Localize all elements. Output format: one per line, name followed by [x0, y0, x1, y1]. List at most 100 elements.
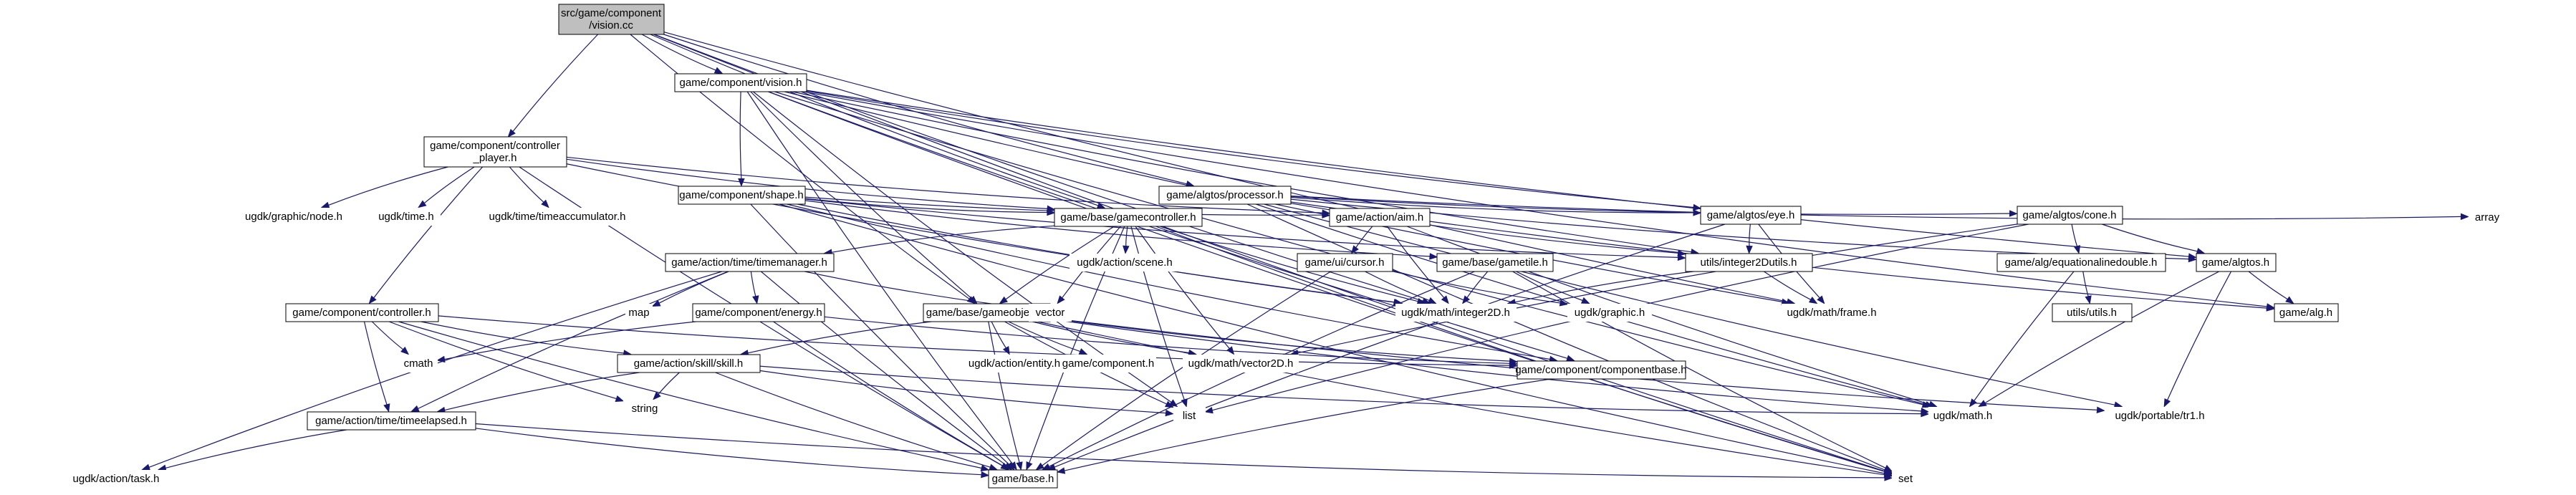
node-label: game/action/time/timeelapsed.h — [315, 415, 467, 427]
node-processor_h[interactable]: game/algtos/processor.h — [1158, 186, 1292, 205]
edge-vision_h-to-alg_h — [801, 90, 2275, 310]
edge-arrowhead — [1461, 295, 1470, 304]
node-utils_h[interactable]: utils/utils.h — [2052, 303, 2133, 322]
node-box — [481, 208, 634, 226]
edge-arrowhead — [1884, 474, 1893, 481]
node-box — [1685, 253, 1813, 272]
node-frame_h: ugdk/math/frame.h — [1782, 304, 1882, 322]
edge-arrowhead — [999, 296, 1008, 304]
edge-line — [1763, 271, 1811, 300]
node-timemanager_h[interactable]: game/action/time/timemanager.h — [665, 253, 835, 272]
node-entity_h: ugdk/action/entity.h — [956, 355, 1072, 373]
edge-arrowhead — [1746, 245, 1753, 254]
node-box — [558, 4, 665, 35]
node-box — [1436, 253, 1554, 272]
node-label: game/base/gamecontroller.h — [1060, 211, 1196, 224]
node-vision_cc[interactable]: src/game/component/vision.cc — [558, 4, 665, 35]
node-box — [692, 303, 825, 322]
node-label: game/alg/equationalinedouble.h — [2005, 256, 2158, 269]
node-energy_h[interactable]: game/component/energy.h — [692, 303, 825, 322]
edge-algtos_h-to-alg_h — [2248, 271, 2294, 304]
edge-line — [475, 423, 1885, 479]
edge-line — [790, 90, 1692, 253]
edge-line — [1290, 196, 1694, 213]
node-set: set — [1892, 470, 1919, 488]
node-skill_h[interactable]: game/action/skill/skill.h — [617, 354, 761, 373]
edge-arrowhead — [410, 405, 420, 413]
edge-line — [766, 90, 1885, 472]
edge-arrowhead — [1204, 406, 1213, 414]
edge-arrowhead — [1429, 253, 1438, 260]
node-algtos_h[interactable]: game/algtos.h — [2196, 253, 2277, 272]
edge-skill_h-to-string — [653, 372, 681, 400]
edge-line — [165, 428, 349, 468]
node-vector: vector — [1029, 304, 1072, 322]
edge-gameobject_h-to-skill_h — [739, 320, 934, 357]
node-scene_h: ugdk/action/scene.h — [1070, 254, 1181, 271]
edge-vision_h-to-shape_h — [738, 91, 745, 187]
edge-line — [806, 90, 1694, 208]
node-gamecontroller_h[interactable]: game/base/gamecontroller.h — [1054, 208, 1203, 227]
edge-line — [767, 90, 1568, 359]
edge-processor_h-to-set — [1246, 203, 1893, 474]
node-label: ugdk/action/entity.h — [969, 357, 1060, 370]
node-integer2dutils_h[interactable]: utils/integer2Dutils.h — [1685, 253, 1813, 272]
edge-integer2dutils_h-to-frame_h — [1763, 271, 1818, 304]
edge-arrowhead — [2188, 255, 2197, 263]
node-aim_h[interactable]: game/action/aim.h — [1329, 208, 1431, 227]
edge-shape_h-to-gametile_h — [804, 200, 1438, 260]
edge-line — [714, 371, 991, 468]
node-array: array — [2469, 208, 2507, 226]
node-controller_player_h[interactable]: game/component/controller_player.h — [423, 136, 567, 168]
node-controller_h[interactable]: game/component/controller.h — [285, 303, 439, 322]
edge-arrowhead — [1322, 211, 1331, 218]
node-gametile_h[interactable]: game/base/gametile.h — [1436, 253, 1554, 272]
node-label: utils/utils.h — [2067, 307, 2117, 319]
edge-algtos_h-to-portable_h — [2163, 271, 2232, 408]
edge-gamecontroller_h-to-vector2d_h — [1135, 226, 1235, 355]
edge-line — [1262, 203, 2115, 405]
nodes-layer: src/game/component/vision.cc game/compone… — [64, 4, 2507, 489]
node-label: game/alg.h — [2279, 307, 2332, 319]
edge-vision_h-to-math_h — [773, 90, 1931, 408]
node-box — [1029, 304, 1072, 322]
node-label: /vision.cc — [589, 19, 633, 32]
edge-arrowhead — [1883, 464, 1893, 472]
edge-line — [438, 315, 1510, 366]
node-label: ugdk/portable/tr1.h — [2115, 410, 2204, 422]
edge-arrowhead — [320, 201, 330, 208]
node-base_h[interactable]: game/base.h — [988, 469, 1058, 489]
node-componentbase_h[interactable]: game/component/componentbase.h — [1515, 360, 1687, 380]
edge-line — [630, 34, 970, 299]
edge-line — [1005, 225, 1115, 300]
node-box — [617, 354, 761, 373]
edge-line — [444, 371, 643, 411]
node-vector2d_h: ugdk/math/vector2D.h — [1183, 355, 1299, 373]
node-vision_h[interactable]: game/component/vision.h — [674, 73, 807, 92]
node-label: game/action/aim.h — [1336, 211, 1424, 224]
node-box — [674, 73, 807, 92]
edge-shape_h-to-integer2dutils_h — [804, 198, 1686, 261]
node-task_h: ugdk/action/task.h — [64, 470, 169, 488]
edge-arrowhead — [1035, 462, 1044, 471]
node-box — [1567, 304, 1652, 322]
node-portable_h: ugdk/portable/tr1.h — [2105, 407, 2216, 425]
edge-line — [988, 321, 1020, 463]
edge-arrowhead — [2266, 304, 2275, 312]
edge-arrowhead — [383, 403, 390, 413]
node-label: game/component.h — [1062, 357, 1154, 370]
node-timeelapsed_h[interactable]: game/action/time/timeelapsed.h — [307, 411, 476, 431]
edge-line — [566, 158, 1048, 209]
edge-line — [804, 198, 1678, 258]
node-alg_h[interactable]: game/alg.h — [2274, 303, 2339, 322]
node-equational_h[interactable]: game/alg/equationalinedouble.h — [1996, 253, 2166, 272]
node-shape_h[interactable]: game/component/shape.h — [678, 186, 806, 205]
node-label: ugdk/math/vector2D.h — [1188, 357, 1294, 370]
node-eye_h[interactable]: game/algtos/eye.h — [1700, 206, 1802, 225]
node-box — [2196, 253, 2277, 272]
node-cone_h[interactable]: game/algtos/cone.h — [2017, 206, 2123, 225]
node-box — [1517, 360, 1686, 380]
edge-line — [801, 90, 2267, 307]
node-cursor_h[interactable]: game/ui/cursor.h — [1297, 253, 1393, 272]
